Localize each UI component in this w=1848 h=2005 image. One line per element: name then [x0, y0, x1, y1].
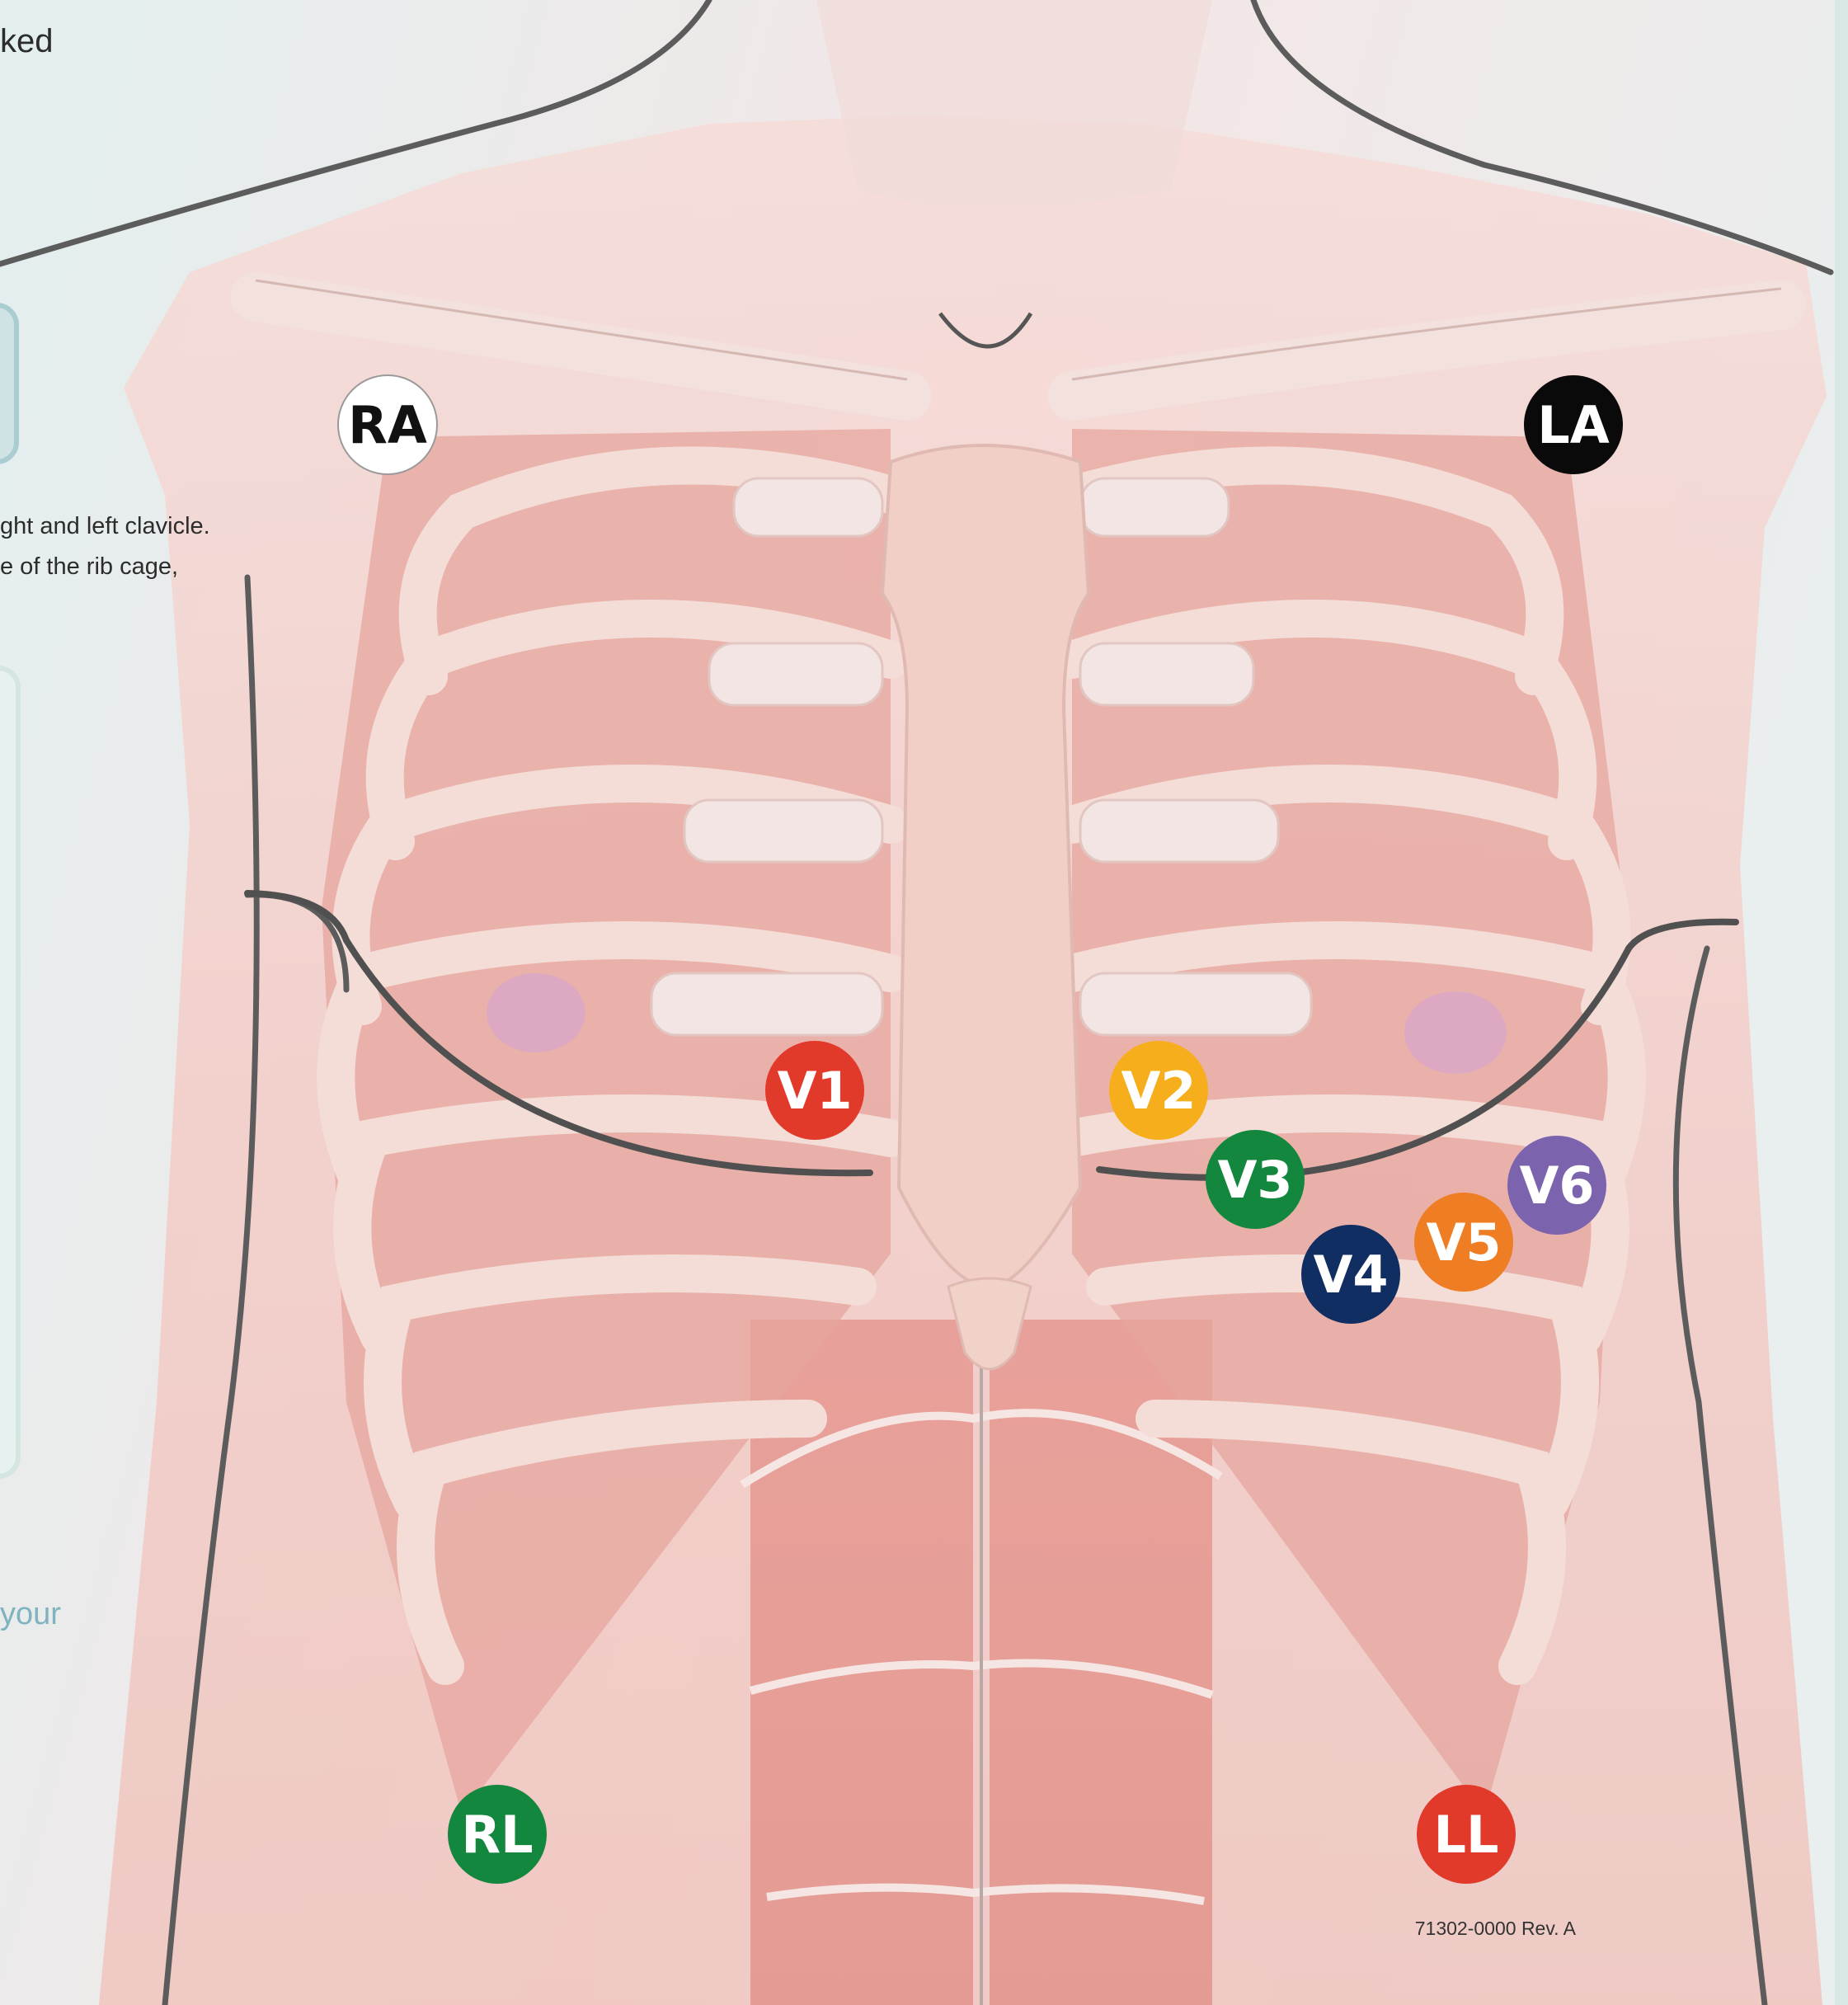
electrode-RL: RL [448, 1785, 547, 1884]
cropped-text-top: ked [0, 23, 54, 60]
sternum [882, 445, 1089, 1287]
electrode-V4: V4 [1301, 1225, 1400, 1324]
cropped-text-clavicle: ght and left clavicle. [0, 513, 210, 540]
electrode-LA: LA [1524, 375, 1623, 474]
electrode-V4-label: V4 [1313, 1245, 1388, 1305]
electrode-V3: V3 [1206, 1130, 1305, 1229]
electrode-V2: V2 [1109, 1041, 1208, 1140]
electrode-LL: LL [1417, 1785, 1516, 1884]
left-nipple [1404, 991, 1507, 1074]
electrode-V6: V6 [1507, 1136, 1606, 1235]
right-edge-strip [1835, 0, 1848, 2005]
electrode-V1: V1 [765, 1041, 864, 1140]
electrode-RA: RA [338, 375, 437, 474]
cropped-text-your: your [0, 1597, 61, 1632]
electrode-V5: V5 [1414, 1193, 1513, 1292]
electrode-V3-label: V3 [1217, 1150, 1292, 1210]
left-panel-card-top [0, 305, 16, 462]
electrode-RL-label: RL [461, 1805, 533, 1865]
cropped-text-rib-cage: e of the rib cage, [0, 553, 178, 581]
electrode-RA-label: RA [348, 395, 427, 455]
electrode-LA-label: LA [1537, 395, 1610, 455]
electrode-V5-label: V5 [1426, 1212, 1501, 1273]
electrode-V2-label: V2 [1121, 1061, 1196, 1121]
right-nipple [487, 973, 585, 1052]
neck [816, 0, 1212, 206]
electrode-LL-label: LL [1433, 1805, 1498, 1865]
left-panel-card-main [0, 668, 18, 1476]
part-number: 71302-0000 Rev. A [1415, 1918, 1576, 1940]
electrode-V6-label: V6 [1519, 1155, 1594, 1216]
electrode-V1-label: V1 [777, 1061, 852, 1121]
